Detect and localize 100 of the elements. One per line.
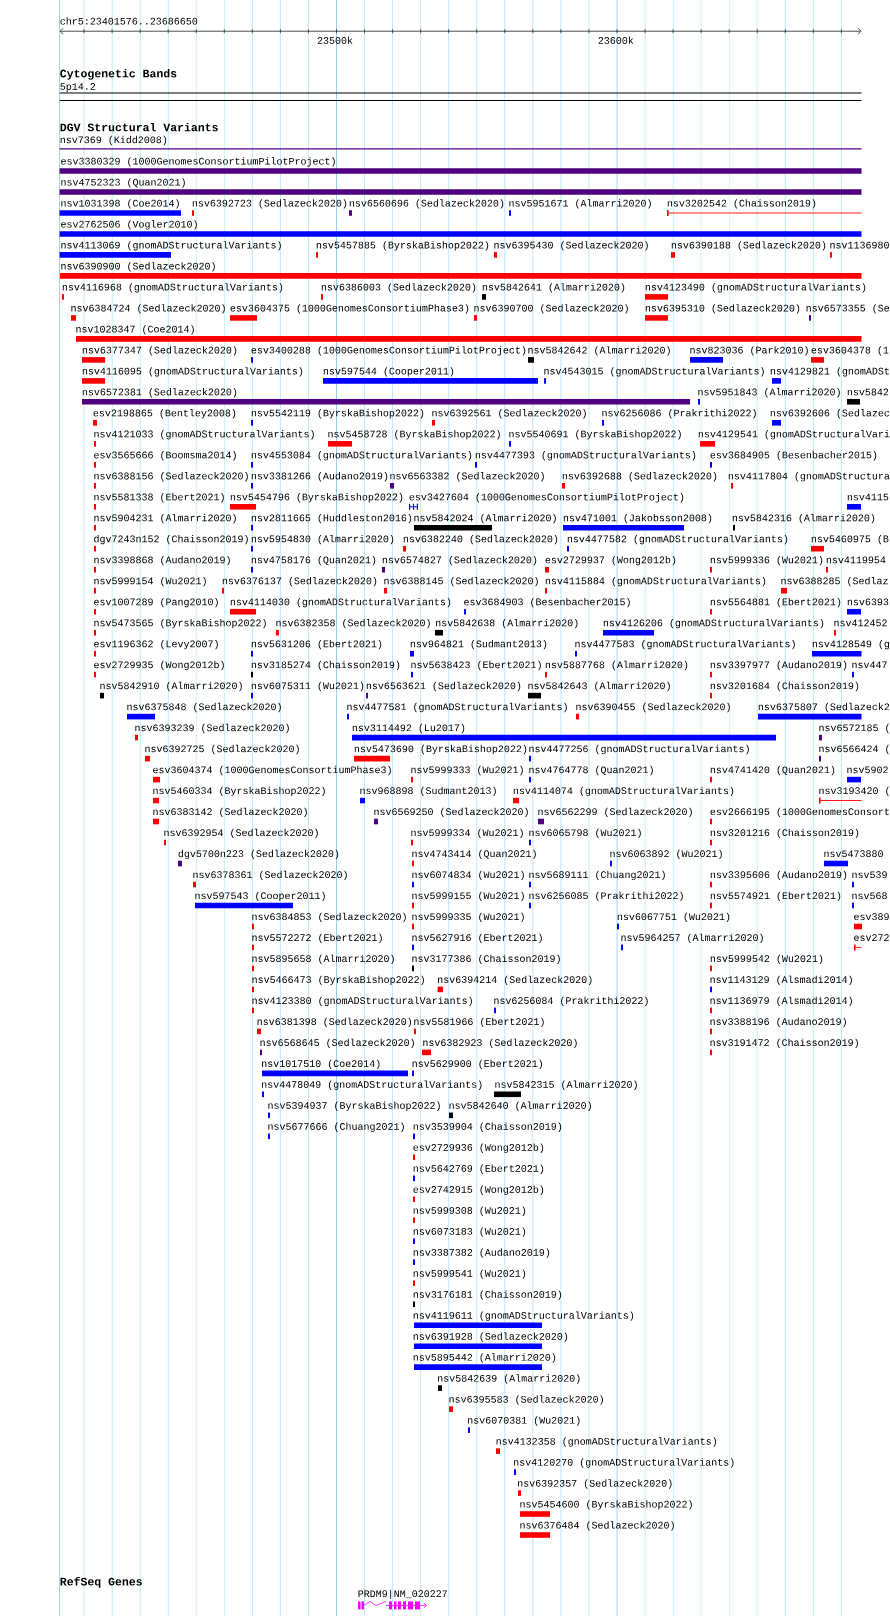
variant-label: nsv4477256 (gnomADStructuralVariants) [529,744,749,755]
variant-label: nsv5999155 (Wu2021) [412,891,524,902]
variant-label: nsv6395430 (Sedlazeck2020) [494,241,648,251]
variant-label: nsv4114030 (gnomADStructuralVariants) [230,597,451,608]
variant-label: nsv5631206 (Ebert2021) [251,639,382,650]
variant-label: nsv6063892 (Wu2021) [610,849,722,860]
variant-label: nsv6382240 (Sedlazeck2020) [403,534,558,545]
variant-label: nsv6073183 (Wu2021) [413,1227,526,1237]
variant-label: nsv6390900 (Sedlazeck2020) [61,262,215,272]
variant-label: nsv5542119 (ByrskaBishop2022) [251,409,424,419]
gene-label: PRDM9|NM_020227 [358,1589,447,1600]
variant-label: nsv5954830 (Almarri2020) [251,534,394,545]
variant-label: nsv447 [852,661,887,669]
variant-label: nsv5842641 (Almarri2020) [482,283,625,293]
variant-label: nsv5999333 (Wu2021) [411,765,523,776]
variant-label: nsv6563382 (Sedlazeck2020) [390,472,544,482]
variant-label: nsv1136980 [830,241,889,249]
variant-label: nsv6394214 (Sedlazeck2020) [438,975,592,985]
variant-label: nsv968898 (Sudmant2013) [360,786,496,797]
variant-label: nsv6256085 (Prakrithi2022) [529,891,683,902]
variant-label: nsv3398868 (Audano2019) [94,555,230,566]
variant-label: nsv5629900 (Ebert2021) [412,1059,543,1069]
variant-label: nsv5842640 (Almarri2020) [449,1101,591,1111]
variant-label: nsv5842024 (Almarri2020) [414,513,556,524]
variant-label: esv1196362 (Levy2007) [94,639,218,650]
variant-label: nsv4113069 (gnomADStructuralVariants) [61,241,281,251]
variant-label: nsv5895442 (Almarri2020) [413,1353,556,1363]
variant-label: nsv6393 [847,598,889,606]
variant-label: nsv5842642 (Almarri2020) [528,346,670,356]
variant-label: nsv6381398 (Sedlazeck2020) [257,1017,412,1027]
variant-label: nsv412452 [834,619,887,627]
variant-label: nsv4123490 (gnomADStructuralVariants) [645,283,866,293]
variant-label: nsv6377347 (Sedlazeck2020) [82,346,237,356]
variant-label: esv2729936 (Wong2012b) [413,1143,544,1153]
variant-label: nsv6375848 (Sedlazeck2020) [127,702,281,713]
variant-label: esv3604374 (1000GenomesConsortiumPhase3) [153,765,391,776]
variant-label: esv2762506 (Vogler2010) [61,220,197,230]
variant-label: nsv6395583 (Sedlazeck2020) [449,1395,603,1405]
variant-label: nsv4119611 (gnomADStructuralVariants) [413,1311,634,1321]
variant-label: nsv5574921 (Ebert2021) [710,891,841,902]
variant-label: nsv6386003 (Sedlazeck2020) [321,283,476,293]
variant-label: nsv3395606 (Audano2019) [710,870,847,881]
variant-label: nsv1017510 (Coe2014) [262,1059,380,1069]
variant-label: nsv1143129 (Alsmadi2014) [710,975,852,985]
variant-label: nsv6067751 (Wu2021) [617,912,730,923]
variant-label: nsv3202542 (Chaisson2019) [667,199,816,209]
variant-label: nsv5999308 (Wu2021) [413,1206,526,1216]
variant-label: nsv3191472 (Chaisson2019) [710,1038,858,1048]
variant-label: nsv3177386 (Chaisson2019) [412,954,560,964]
variant-label: nsv3193420 ( [819,786,889,797]
variant-label: nsv3388196 (Audano2019) [710,1017,846,1027]
variant-label: nsv4116968 (gnomADStructuralVariants) [62,283,283,293]
variant-label: dgv7243n152 (Chaisson2019) [94,534,248,545]
variant-label: nsv539 [852,871,887,879]
variant-label: nsv3185274 (Chaisson2019) [251,660,400,671]
variant-label: nsv5677666 (Chuang2021) [268,1122,404,1132]
variant-label: nsv4553084 (gnomADStructuralVariants) [251,451,472,461]
variant-label: nsv3176181 (Chaisson2019) [413,1290,562,1300]
variant-label: nsv4128549 (g [812,639,890,650]
variant-label: esv3684905 (Besenbacher2015) [710,451,877,461]
variant-label: nsv4758176 (Quan2021) [251,555,376,566]
variant-label: esv2666195 (1000GenomesConsort [710,807,889,818]
variant-label: esv272 [854,934,889,941]
variant-label: esv3604375 (1000GenomesConsortiumPhase3) [230,304,469,314]
variant-label: nsv6566424 ( [819,744,889,755]
variant-label: nsv4477393 (gnomADStructuralVariants) [475,451,696,461]
variant-label: nsv6256084 (Prakrithi2022) [494,996,648,1006]
variant-label: nsv4126206 (gnomADStructuralVariants) [603,618,824,629]
variant-label: nsv4478049 (gnomADStructuralVariants) [262,1080,482,1090]
variant-label: nsv5458728 (ByrskaBishop2022) [328,430,500,440]
variant-label: nsv4116095 (gnomADStructuralVariants) [82,367,303,377]
variant-label: nsv6572381 (Sedlazeck2020) [82,388,237,398]
variant-label: nsv5842910 (Almarri2020) [100,681,242,692]
variant-label: nsv5842315 (Almarri2020) [495,1080,637,1090]
variant-label: nsv3397977 (Audano2019) [710,660,847,671]
variant-label: nsv5473880 [824,850,883,858]
variant-label: nsv4115884 (gnomADStructuralVariants) [545,576,766,587]
variant-label: nsv4741420 (Quan2021) [710,765,835,776]
variant-label: esv2729937 (Wong2012b) [545,555,676,566]
variant-label: nsv4764778 (Quan2021) [529,765,653,776]
variant-label: nsv6382923 (Sedlazeck2020) [423,1038,577,1048]
variant-label: nsv6563621 (Sedlazeck2020) [366,681,521,692]
variant-label: nsv1028347 (Coe2014) [76,325,194,335]
variant-label: nsv6392357 (Sedlazeck2020) [518,1479,672,1489]
variant-label: nsv1031398 (Coe2014) [61,199,179,209]
variant-label: nsv5842639 (Almarri2020) [438,1374,580,1384]
variant-label: nsv6383142 (Sedlazeck2020) [153,807,307,818]
variant-label: nsv597544 (Cooper2011) [323,367,454,377]
variant-label: nsv6392561 (Sedlazeck2020) [432,409,586,419]
variant-label: nsv4121033 (gnomADStructuralVariants) [94,430,314,440]
variant-label: nsv6070381 (Wu2021) [468,1416,580,1426]
variant-label: nsv5460334 (ByrskaBishop2022) [153,786,325,797]
variant-label: nsv5895658 (Almarri2020) [252,954,394,964]
variant-label: nsv5999541 (Wu2021) [413,1269,526,1279]
variant-label: nsv5454600 (ByrskaBishop2022) [520,1500,692,1510]
axis-label: 23600k [598,36,634,44]
variant-label: nsv6388285 (Sedlaz [781,576,888,587]
variant-label: esv3684903 (Besenbacher2015) [464,597,630,608]
variant-label: nsv3201684 (Chaisson2019) [710,681,859,692]
variant-label: nsv6393239 (Sedlazeck2020) [135,723,289,734]
